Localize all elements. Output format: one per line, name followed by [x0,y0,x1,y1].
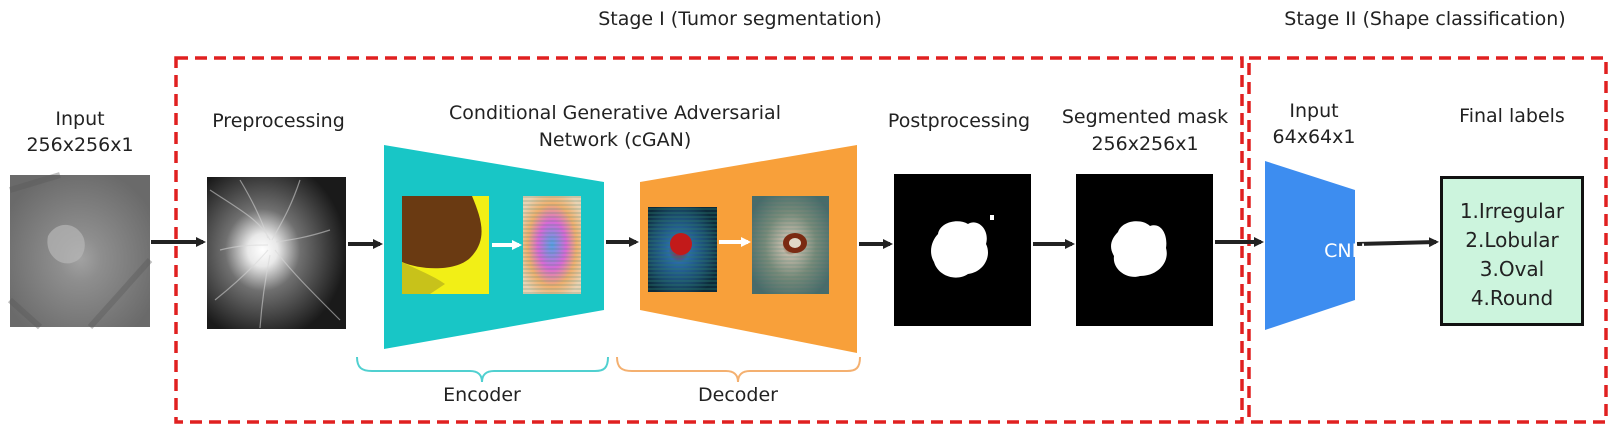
encoder-brace [356,356,609,383]
input-size: 256x256x1 [26,134,134,156]
stage2-title: Stage II (Shape classification) [1284,8,1566,30]
cnn-label: CNN [1324,240,1366,262]
cnn-input-title: Input [1289,100,1339,122]
decoder-label: Decoder [698,384,778,406]
encoder-feature-map-1 [402,196,489,294]
input-title: Input [55,108,105,130]
cnn-input-size: 64x64x1 [1272,126,1356,148]
final-label-item: 1.Irregular [1459,199,1565,223]
decoder-brace [616,356,861,383]
preprocessed-image [207,177,346,329]
arrow-cnn-to-labels [1356,237,1439,248]
encoder-feature-map-2 [523,196,581,294]
cgan-title-line1: Conditional Generative Adversarial [449,102,781,124]
final-labels-title: Final labels [1459,105,1565,127]
postprocessed-mask-image [894,174,1031,326]
encoder-label: Encoder [443,384,521,406]
final-label-item: 4.Round [1470,286,1554,310]
cgan-title-line2: Network (cGAN) [538,129,692,151]
final-label-item: 2.Lobular [1465,228,1559,252]
preprocessing-title: Preprocessing [212,110,345,132]
decoder-feature-map-2 [752,196,829,294]
stage1-boundary [174,56,1244,424]
input-mammogram-image [7,172,153,330]
postprocessing-title: Postprocessing [887,110,1031,132]
decoder-feature-map-1 [648,207,717,292]
mask-title: Segmented mask [1061,106,1229,128]
mask-size: 256x256x1 [1091,133,1199,155]
segmented-mask-image [1076,174,1213,326]
stage1-title: Stage I (Tumor segmentation) [598,8,882,30]
cnn-block [1265,161,1355,330]
final-label-item: 3.Oval [1479,257,1545,281]
final-labels-box: 1.Irregular 2.Lobular 3.Oval 4.Round [1440,176,1584,326]
